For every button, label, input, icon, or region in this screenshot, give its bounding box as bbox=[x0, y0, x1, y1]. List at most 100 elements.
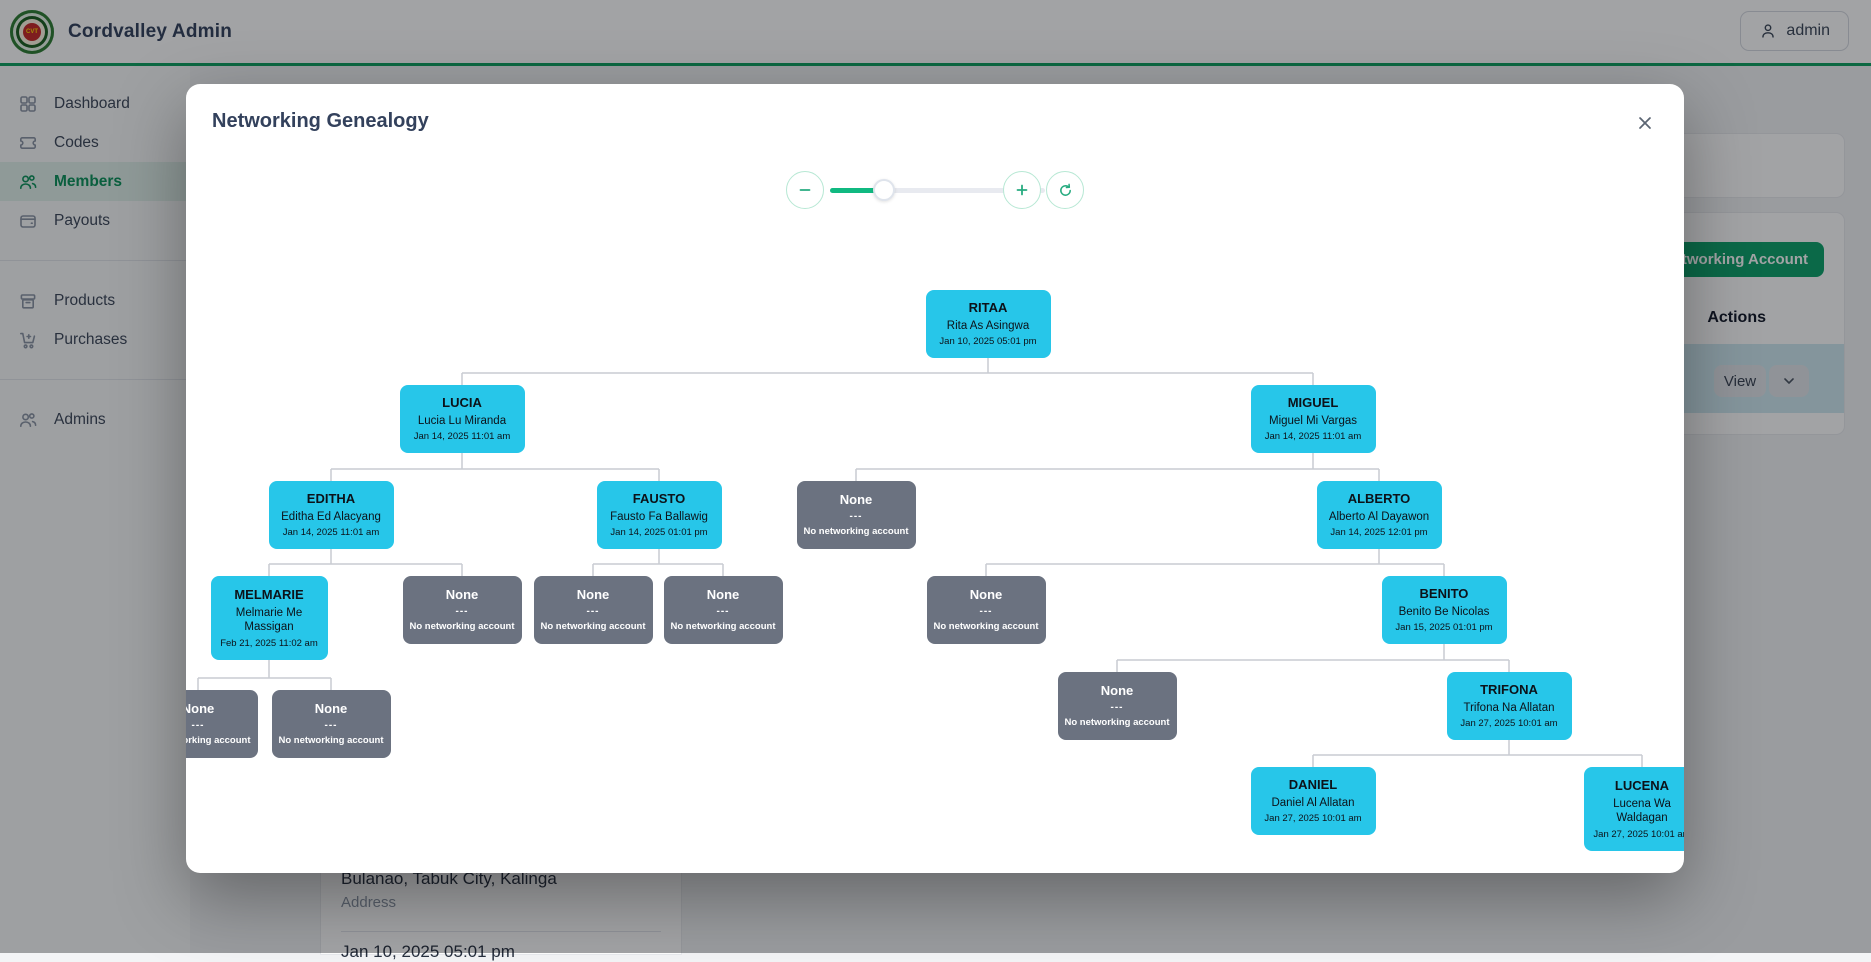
node-date: Jan 15, 2025 01:01 pm bbox=[1395, 622, 1493, 634]
node-title: None bbox=[1100, 682, 1134, 698]
genealogy-node-none-c[interactable]: None---No networking account bbox=[533, 576, 653, 644]
genealogy-node-none-g[interactable]: None---No networking account bbox=[271, 690, 391, 758]
sidebar-item-label: Admins bbox=[54, 410, 106, 428]
zoom-in-button[interactable] bbox=[1003, 171, 1041, 209]
users-icon bbox=[20, 174, 37, 189]
sidebar-divider bbox=[0, 260, 190, 261]
sidebar-item-codes[interactable]: Codes bbox=[0, 123, 190, 162]
modal-title: Networking Genealogy bbox=[212, 110, 429, 132]
user-icon bbox=[1762, 24, 1775, 38]
node-name: --- bbox=[191, 719, 205, 731]
networking-genealogy-modal: Networking Genealogy RITAA Rita As Asingw… bbox=[186, 84, 1684, 873]
connector-alberto bbox=[985, 549, 1445, 576]
node-name: --- bbox=[455, 605, 469, 617]
node-title: LUCENA bbox=[1614, 777, 1670, 793]
genealogy-node-none-d[interactable]: None---No networking account bbox=[663, 576, 783, 644]
actions-column-header: Actions bbox=[1707, 309, 1766, 326]
node-title: None bbox=[706, 586, 740, 602]
genealogy-node-none-h[interactable]: None---No networking account bbox=[1057, 672, 1177, 740]
view-button[interactable]: View bbox=[1714, 365, 1766, 397]
node-title: None bbox=[314, 700, 348, 716]
reset-zoom-button[interactable] bbox=[1046, 171, 1084, 209]
sidebar-item-label: Purchases bbox=[54, 330, 128, 348]
connector-miguel bbox=[855, 453, 1380, 481]
genealogy-connectors bbox=[197, 358, 1643, 767]
node-name: Lucia Lu Miranda bbox=[417, 415, 507, 427]
node-date: No networking account bbox=[409, 621, 515, 633]
zoom-out-button[interactable] bbox=[786, 171, 824, 209]
node-date: No networking account bbox=[670, 621, 776, 633]
archive-icon bbox=[20, 293, 36, 309]
node-title: ALBERTO bbox=[1347, 490, 1411, 506]
close-icon[interactable] bbox=[1630, 108, 1660, 138]
genealogy-node-none-e[interactable]: None---No networking account bbox=[926, 576, 1046, 644]
node-name: Daniel Al Allatan bbox=[1271, 797, 1355, 809]
genealogy-node-none-a[interactable]: None --- No networking account bbox=[796, 481, 916, 549]
view-dropdown-button[interactable] bbox=[1769, 365, 1809, 397]
node-date: No networking account bbox=[186, 735, 251, 747]
node-name: Fausto Fa Ballawig bbox=[610, 511, 708, 523]
admin-user-label: admin bbox=[1786, 22, 1830, 39]
node-title: None bbox=[576, 586, 610, 602]
zoom-slider-thumb[interactable] bbox=[873, 179, 895, 201]
zoom-slider[interactable] bbox=[830, 179, 1045, 201]
node-date: Jan 14, 2025 11:01 am bbox=[1264, 431, 1362, 443]
connector-trifona bbox=[1312, 740, 1643, 767]
node-date: Jan 14, 2025 12:01 pm bbox=[1330, 527, 1428, 539]
plus-icon bbox=[1016, 184, 1028, 196]
connector-melmarie bbox=[197, 660, 332, 690]
node-date: No networking account bbox=[1064, 717, 1170, 729]
node-date: Jan 14, 2025 01:01 pm bbox=[610, 527, 708, 539]
chevron-down-icon bbox=[1784, 378, 1794, 384]
node-date: Jan 14, 2025 11:01 am bbox=[413, 431, 511, 443]
connector-benito bbox=[1116, 644, 1510, 672]
node-name: Alberto Al Dayawon bbox=[1328, 511, 1430, 523]
sidebar-item-label: Dashboard bbox=[54, 94, 130, 112]
connector-fausto bbox=[592, 549, 724, 576]
node-name: Benito Be Nicolas bbox=[1398, 606, 1490, 618]
admin-user-button[interactable]: admin bbox=[1740, 11, 1849, 51]
sidebar-item-admins[interactable]: Admins bbox=[0, 400, 190, 439]
wallet-icon bbox=[20, 214, 36, 228]
node-title: BENITO bbox=[1419, 585, 1469, 601]
node-date: No networking account bbox=[933, 621, 1039, 633]
node-title: MIGUEL bbox=[1287, 394, 1339, 410]
node-title: FAUSTO bbox=[632, 490, 686, 506]
app-header: CVT Cordvalley Admin admin bbox=[0, 0, 1871, 66]
node-name: Rita As Asingwa bbox=[946, 320, 1030, 332]
sidebar-item-purchases[interactable]: Purchases bbox=[0, 320, 190, 359]
sidebar-item-dashboard[interactable]: Dashboard bbox=[0, 84, 190, 123]
node-title: RITAA bbox=[968, 299, 1008, 315]
sidebar-item-payouts[interactable]: Payouts bbox=[0, 201, 190, 240]
node-title: MELMARIE bbox=[234, 586, 304, 602]
sidebar-item-members[interactable]: Members bbox=[0, 162, 190, 201]
node-name: Editha Ed Alacyang bbox=[281, 511, 381, 523]
genealogy-node-none-f[interactable]: None --- No networking account bbox=[186, 690, 258, 758]
sidebar-item-label: Codes bbox=[54, 133, 99, 151]
node-date: No networking account bbox=[803, 526, 909, 538]
node-name: Miguel Mi Vargas bbox=[1269, 415, 1357, 427]
connector-ritaa bbox=[461, 358, 1314, 385]
genealogy-node-none-b[interactable]: None---No networking account bbox=[402, 576, 522, 644]
node-date: Jan 14, 2025 11:01 am bbox=[282, 527, 380, 539]
node-title: None bbox=[839, 491, 873, 507]
node-date: No networking account bbox=[278, 735, 384, 747]
node-name: --- bbox=[849, 510, 863, 522]
sidebar-item-products[interactable]: Products bbox=[0, 281, 190, 320]
grid-icon bbox=[20, 95, 36, 112]
divider bbox=[341, 931, 661, 932]
node-title: None bbox=[186, 700, 215, 716]
node-name: --- bbox=[979, 605, 993, 617]
